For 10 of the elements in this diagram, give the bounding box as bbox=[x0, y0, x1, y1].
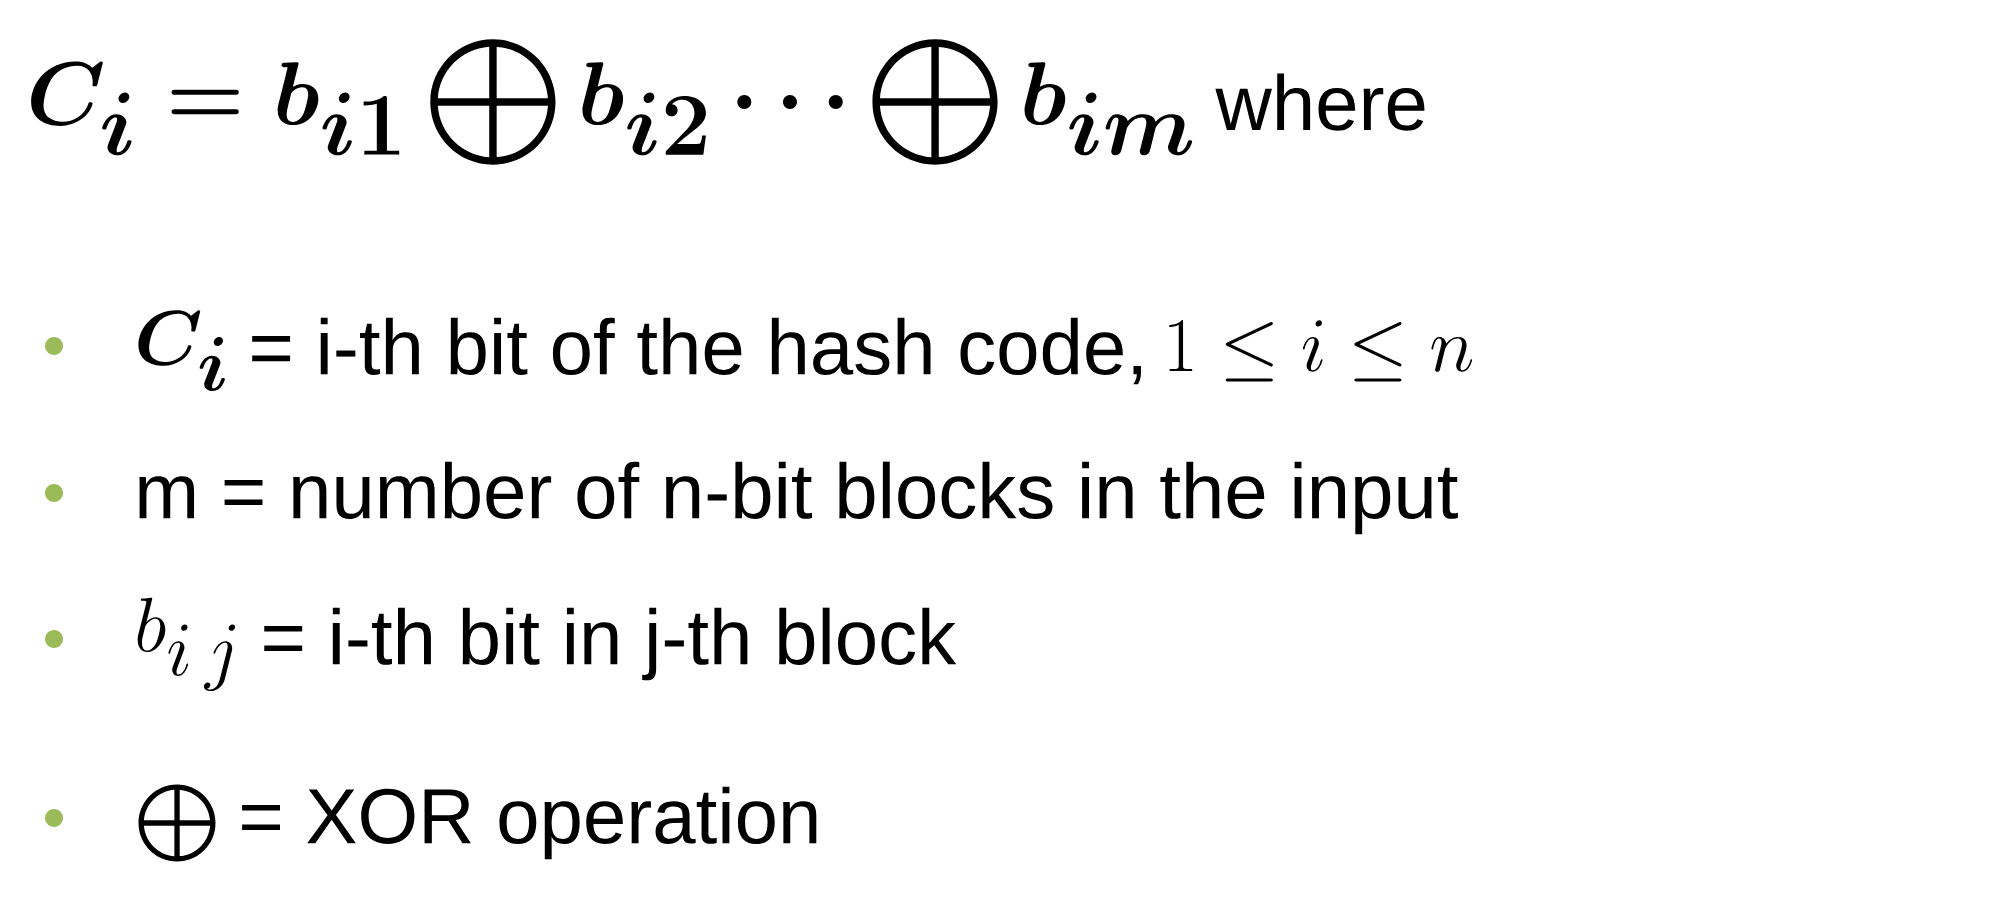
bullet-text: m = number of n-bit blocks in the input bbox=[139, 461, 1458, 535]
formula: $1 \le i \le n$ bbox=[1169, 320, 1473, 382]
bullet-text: = i-th bit in j-th block bbox=[264, 607, 957, 681]
formula: $\bigoplus$ bbox=[138, 784, 216, 862]
text: where bbox=[1215, 73, 1425, 131]
formula: $\boldsymbol{C_i}$ bbox=[138, 310, 225, 392]
formula: $\boldsymbol{C_i = b_{i1}\bigoplus b_{i2}\dots\bigoplus b_{im}}$ bbox=[31, 39, 1193, 165]
bullet-text: = i-th bit of the hash code, bbox=[252, 317, 1141, 385]
bullet-text: = XOR operation bbox=[242, 786, 817, 860]
formula: $b_{i\,j}$ bbox=[137, 597, 236, 691]
